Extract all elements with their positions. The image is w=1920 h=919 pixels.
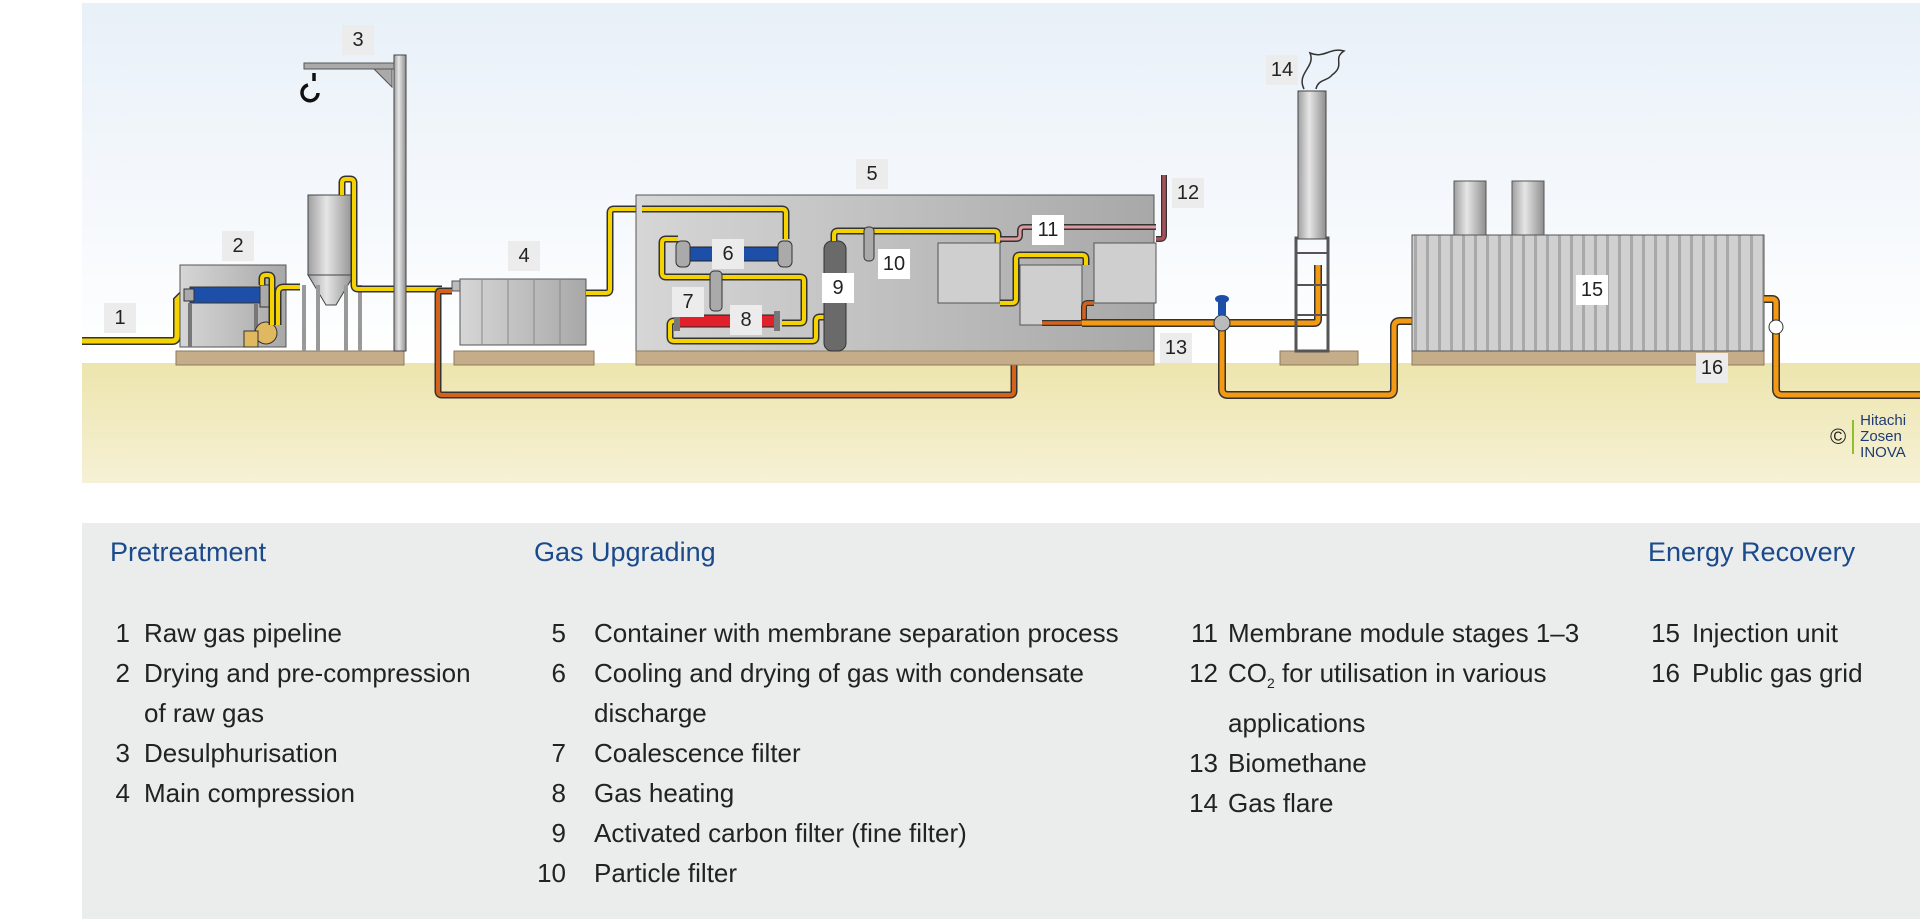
section-heading: Pretreatment xyxy=(110,537,267,567)
plant-diagram: 1 2 3 4 5 6 7 8 9 10 11 12 13 14 15 16 ©… xyxy=(82,3,1920,483)
plant-schematic xyxy=(82,3,1920,483)
section-heading: Energy Recovery xyxy=(1648,537,1856,567)
injection-chimney-1 xyxy=(1453,180,1487,236)
copyright-icon: © xyxy=(1830,424,1847,449)
foundation-5 xyxy=(635,350,1155,366)
callout-4: 4 xyxy=(508,241,540,271)
co2-label: CO2 for utilisation in various applicati… xyxy=(1228,658,1547,739)
callout-5: 5 xyxy=(856,159,888,189)
company-name: Hitachi Zosen INOVA xyxy=(1860,412,1907,461)
coalescence-filter xyxy=(709,270,723,312)
callout-9: 9 xyxy=(822,273,854,303)
crane-mast xyxy=(393,54,407,352)
particle-filter xyxy=(863,226,875,262)
foundation-14 xyxy=(1279,350,1359,366)
flame-icon xyxy=(1301,49,1346,90)
ground xyxy=(82,363,1920,483)
callout-2: 2 xyxy=(222,231,254,261)
control-valve xyxy=(1213,314,1231,332)
co2-pipe xyxy=(1156,175,1166,241)
main-compressor xyxy=(459,278,587,346)
callout-12: 12 xyxy=(1172,178,1204,208)
foundation-4 xyxy=(453,350,595,366)
callout-16: 16 xyxy=(1696,353,1728,383)
callout-6: 6 xyxy=(712,239,744,269)
callout-11: 11 xyxy=(1032,215,1064,245)
callout-3: 3 xyxy=(342,25,374,55)
foundation-2 xyxy=(175,350,405,366)
flare-stack xyxy=(1297,90,1327,240)
callout-15: 15 xyxy=(1576,275,1608,305)
membrane-modules xyxy=(937,242,1157,326)
callout-13: 13 xyxy=(1160,333,1192,363)
raw-gas-pipe xyxy=(82,292,190,344)
desulphurisation-silo xyxy=(307,194,355,276)
brand-accent-bar xyxy=(1852,420,1855,454)
callout-7: 7 xyxy=(672,287,704,317)
dryer-cooler xyxy=(189,286,261,304)
copyright-notice: © Hitachi Zosen INOVA xyxy=(1830,413,1920,461)
gas-meter xyxy=(1768,319,1784,335)
callout-14: 14 xyxy=(1266,55,1298,85)
injection-chimney-2 xyxy=(1511,180,1545,236)
callout-1: 1 xyxy=(104,303,136,333)
crane-hook xyxy=(300,73,320,103)
gas-grid-pipe xyxy=(1764,296,1920,398)
section-heading: Gas Upgrading xyxy=(534,537,716,567)
callout-8: 8 xyxy=(730,305,762,335)
callout-10: 10 xyxy=(878,249,910,279)
